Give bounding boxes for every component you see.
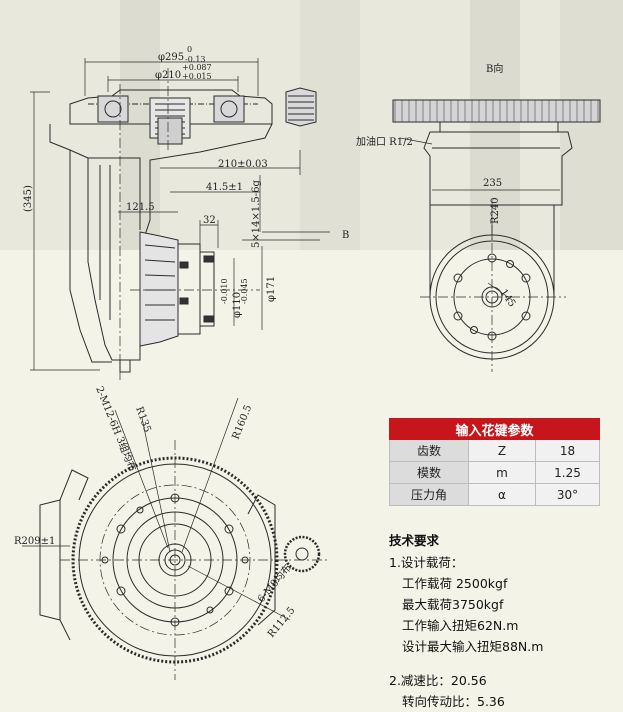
tech-line-5: 设计最大输入扭矩88N.m [402, 639, 544, 654]
tech-gap [389, 657, 614, 670]
table-row: 压力角 α 30° [389, 483, 600, 506]
dim-d110-tol-lower: -0.045 [240, 278, 249, 304]
b-view [392, 99, 601, 372]
row-value: 1.25 [535, 461, 600, 484]
table-title-row: 输入花键参数 [389, 418, 600, 440]
tech-line-1: 1.设计载荷： [389, 555, 464, 570]
dim-d295-tol-lower: -0.13 [185, 55, 206, 64]
dim-d110: φ110 [232, 292, 243, 318]
tech-line-7: 转向传动比：5.36 [402, 694, 505, 709]
dim-w121: 121.5 [126, 202, 155, 213]
dim-d145: 145 [498, 287, 518, 309]
tech-line-4: 工作输入扭矩62N.m [402, 618, 519, 633]
dim-w41: 41.5±1 [206, 182, 243, 193]
spline-parameter-table: 输入花键参数 齿数 Z 18 模数 m 1.25 压力角 α 30° [389, 418, 600, 506]
dim-r240: R240 [490, 197, 501, 224]
dim-h345: (345) [23, 185, 34, 212]
tech-line-6: 2.减速比：20.56 [389, 673, 487, 688]
dim-w210: 210±0.03 [218, 159, 268, 170]
b-view-title: B向 [486, 62, 503, 75]
dim-w235: 235 [483, 178, 502, 189]
row-name: 压力角 [389, 483, 469, 506]
holes-label: 2-M12-6H 3组均布 [93, 384, 139, 473]
dim-d171: φ171 [266, 276, 277, 302]
dim-r112: R112.5 [266, 605, 298, 640]
plan-view [22, 397, 330, 680]
row-name: 模数 [389, 461, 469, 484]
row-symbol: α [468, 483, 536, 506]
table-row: 模数 m 1.25 [389, 461, 600, 484]
tech-line-2: 工作载荷 2500kgf [402, 576, 508, 591]
dim-d110-tol-upper: -0.010 [220, 278, 229, 304]
dim-d210-tol-lower: +0.015 [182, 72, 212, 81]
dim-w32: 32 [203, 215, 216, 226]
dim-d295: φ295 [158, 52, 184, 63]
table-title: 输入花键参数 [389, 418, 600, 440]
row-symbol: m [468, 461, 536, 484]
dim-d295-tol-upper: 0 [187, 45, 192, 54]
row-name: 齿数 [389, 439, 469, 462]
oil-port-label: 加油口 R1/2 [356, 135, 413, 148]
arrow-b-label: B [342, 230, 349, 241]
dim-spline: 5×14×1.5-6g [251, 180, 262, 248]
table-row: 齿数 Z 18 [389, 439, 600, 462]
tech-line-3: 最大载荷3750kgf [402, 597, 504, 612]
technical-requirements: 技术要求 1.设计载荷： 工作载荷 2500kgf 最大载荷3750kgf 工作… [389, 530, 614, 712]
row-value: 30° [535, 483, 600, 506]
dim-d210-tol-upper: +0.087 [182, 63, 212, 72]
dim-r209: R209±1 [14, 536, 55, 547]
row-symbol: Z [468, 439, 536, 462]
dim-r135: R135 [133, 405, 152, 434]
b-view-texts: B向 加油口 R1/2 235 R240 145 [356, 62, 518, 309]
section-view [30, 58, 330, 380]
dim-d210: φ210 [155, 70, 181, 81]
tech-title: 技术要求 [389, 533, 440, 548]
top-dimension-texts: φ295 0 -0.13 φ210 +0.087 +0.015 (345) 21… [23, 45, 349, 318]
row-value: 18 [535, 439, 600, 462]
